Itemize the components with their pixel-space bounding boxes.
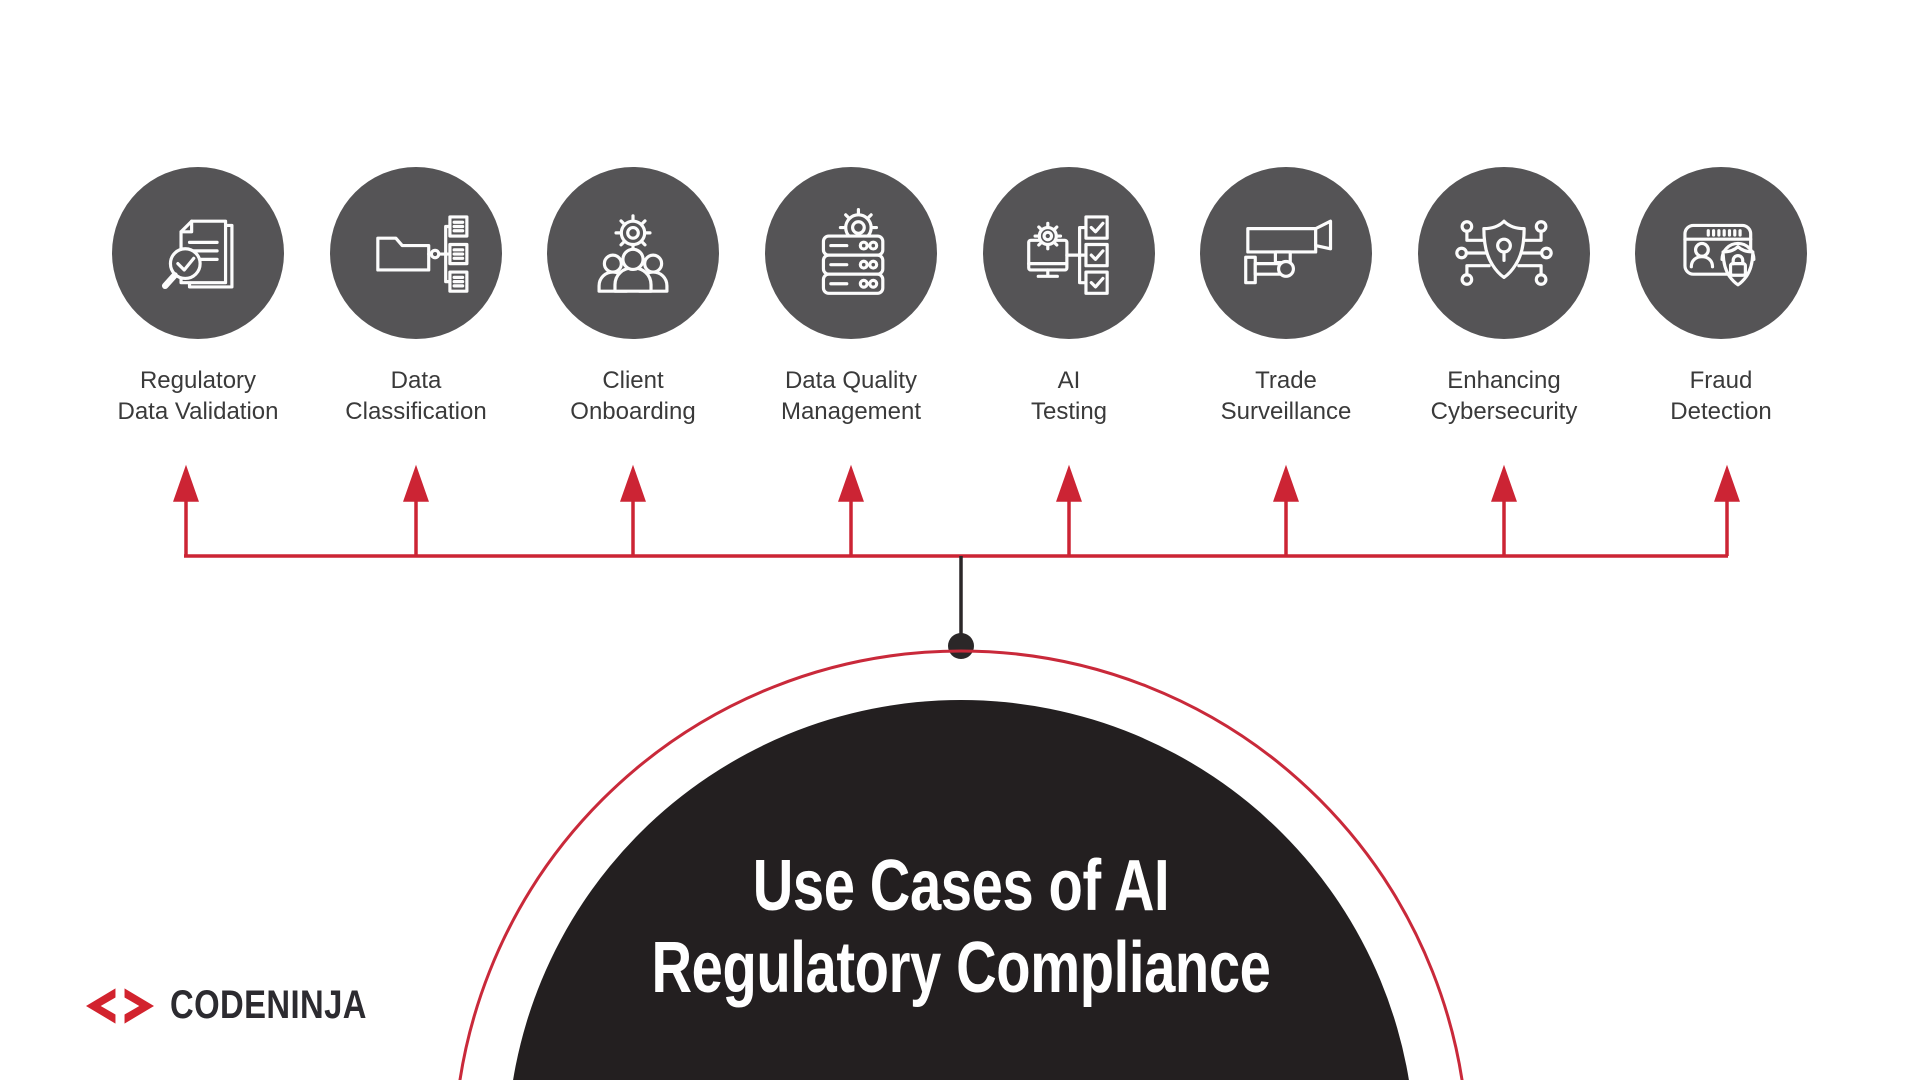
use-case-circle — [330, 167, 502, 339]
connector-dot — [948, 633, 974, 659]
use-case-label-line2: Cybersecurity — [1430, 398, 1578, 425]
brand-logo: CODENINJA — [86, 983, 410, 1028]
up-arrows — [173, 464, 1740, 556]
use-case-label: Client Onboarding — [530, 365, 736, 427]
use-case-data-classification: Data Classification — [313, 167, 519, 427]
up-arrow-icon — [1714, 464, 1740, 556]
brand-name: CODENINJA — [170, 983, 367, 1027]
diagram-title-line1: Use Cases of AI — [752, 846, 1170, 926]
use-case-label: Regulatory Data Validation — [95, 365, 301, 427]
diagram-title-line2: Regulatory Compliance — [651, 928, 1271, 1008]
use-case-label: Data Classification — [313, 365, 519, 427]
diagram-title: Use Cases of AI Regulatory Compliance — [337, 845, 1585, 1009]
use-case-label-line1: Enhancing — [1447, 367, 1561, 394]
use-case-label: Data Quality Management — [748, 365, 954, 427]
folder-hierarchy-icon — [376, 215, 469, 293]
up-arrow-icon — [1056, 464, 1082, 556]
use-case-label: Enhancing Cybersecurity — [1401, 365, 1607, 427]
up-arrow-icon — [620, 464, 646, 556]
up-arrow-icon — [1491, 464, 1517, 556]
shield-network-icon — [1455, 219, 1553, 286]
outline-circle — [458, 649, 1464, 1080]
use-case-regulatory-data-validation: Regulatory Data Validation — [95, 167, 301, 427]
use-case-ai-testing: AI Testing — [966, 167, 1172, 427]
use-case-label-line2: Surveillance — [1220, 398, 1352, 425]
use-case-label-line2: Management — [780, 398, 922, 425]
up-arrow-icon — [173, 464, 199, 556]
use-case-label-line1: Data — [390, 367, 442, 394]
use-case-label: Fraud Detection — [1618, 365, 1824, 427]
use-case-client-onboarding: Client Onboarding — [530, 167, 736, 427]
use-case-circle — [547, 167, 719, 339]
title-circle — [513, 700, 1409, 1080]
use-case-label: AI Testing — [966, 365, 1172, 427]
people-gear-icon — [597, 214, 669, 293]
use-case-label-line2: Onboarding — [570, 398, 696, 425]
use-case-data-quality-management: Data Quality Management — [748, 167, 954, 427]
use-case-fraud-detection: Fraud Detection — [1618, 167, 1824, 427]
use-case-circle — [1635, 167, 1807, 339]
up-arrow-icon — [838, 464, 864, 556]
use-case-label-line2: Testing — [1030, 398, 1108, 425]
use-case-label-line1: Fraud — [1689, 367, 1753, 394]
up-arrow-icon — [403, 464, 429, 556]
use-case-circle — [112, 167, 284, 339]
use-case-label-line1: Trade — [1255, 367, 1317, 394]
document-magnifier-check-icon — [161, 219, 234, 290]
use-case-label-line2: Classification — [345, 398, 487, 425]
use-case-label-line1: Client — [602, 367, 664, 394]
use-case-label-line2: Detection — [1670, 398, 1772, 425]
use-case-label: Trade Surveillance — [1183, 365, 1389, 427]
use-case-circle — [1418, 167, 1590, 339]
use-case-enhancing-cybersecurity: Enhancing Cybersecurity — [1401, 167, 1607, 427]
use-case-circle — [1200, 167, 1372, 339]
cctv-camera-icon — [1244, 219, 1333, 285]
use-case-trade-surveillance: Trade Surveillance — [1183, 167, 1389, 427]
use-case-label-line1: AI — [1057, 367, 1081, 394]
id-card-padlock-icon — [1683, 223, 1756, 287]
server-gear-icon — [821, 207, 885, 295]
use-case-circle — [983, 167, 1155, 339]
code-brackets-icon — [86, 987, 154, 1024]
up-arrow-icon — [1273, 464, 1299, 556]
use-case-label-line1: Data Quality — [784, 367, 918, 394]
monitor-checklist-icon — [1027, 215, 1109, 295]
use-case-circle — [765, 167, 937, 339]
use-case-label-line2: Data Validation — [117, 398, 279, 425]
use-case-label-line1: Regulatory — [139, 367, 257, 394]
